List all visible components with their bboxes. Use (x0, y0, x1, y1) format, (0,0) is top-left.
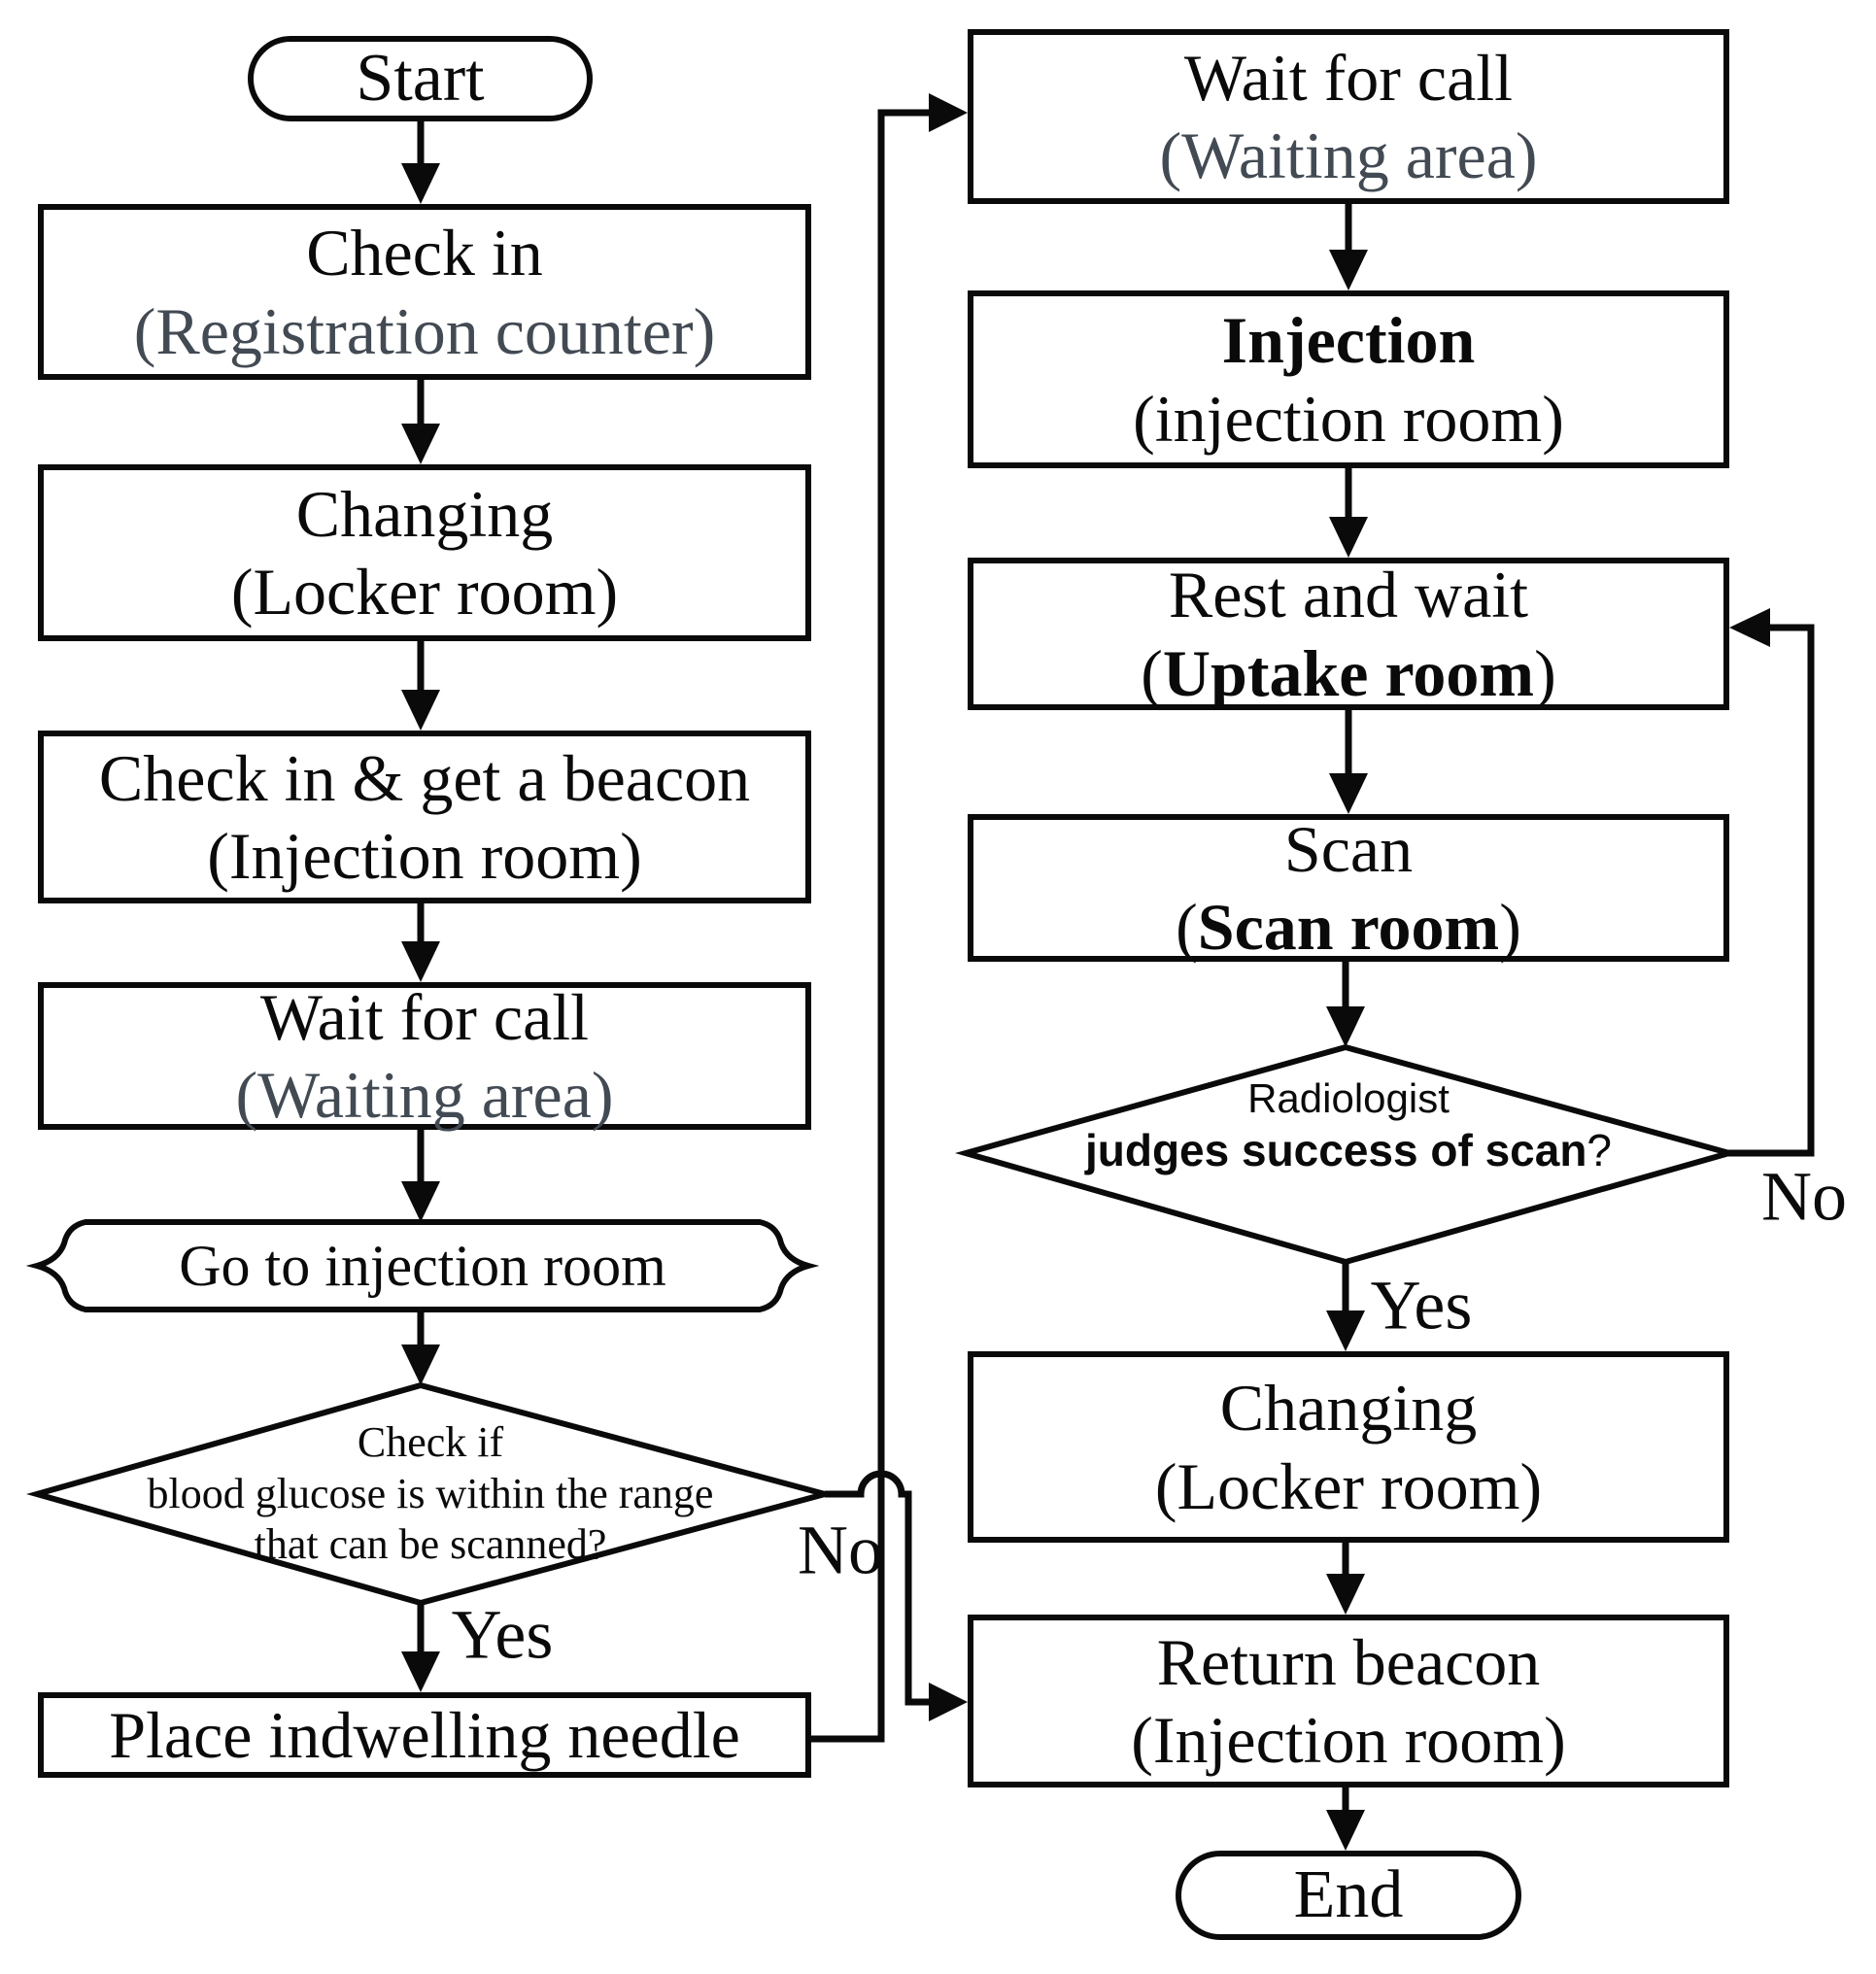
changing-1-label: Changing (295, 476, 554, 551)
arrowhead-scan (1329, 773, 1368, 814)
end-label: End (1293, 1856, 1404, 1932)
node-return-beacon: Return beacon (Injection room) (968, 1615, 1729, 1787)
arrowhead-changing1 (401, 424, 440, 464)
return-beacon-location: (Injection room) (1131, 1703, 1566, 1777)
arrowhead-injection (1329, 250, 1368, 290)
scan-location: (Scan room) (1176, 890, 1521, 964)
edge-glucose-no-returnbeacon (825, 1470, 929, 1706)
wait-2-location: (Waiting area) (1159, 119, 1538, 192)
node-end: End (1176, 1851, 1521, 1940)
wait-2-label: Wait for call (1183, 40, 1514, 115)
node-get-beacon: Check in & get a beacon (Injection room) (38, 731, 811, 903)
judge-yes-label: Yes (1370, 1266, 1473, 1344)
get-beacon-location: (Injection room) (207, 819, 642, 893)
start-label: Start (356, 40, 485, 116)
arrowhead-glucose-diamond (401, 1344, 440, 1385)
arrowhead-wait1 (401, 941, 440, 982)
arrowhead-beacon (401, 690, 440, 731)
wait-1-label: Wait for call (259, 979, 590, 1054)
node-changing-1: Changing (Locker room) (38, 464, 811, 641)
node-changing-2: Changing (Locker room) (968, 1351, 1729, 1543)
edge-needle-wait2 (808, 109, 929, 1743)
glucose-no-label: No (798, 1511, 883, 1589)
node-check-in: Check in (Registration counter) (38, 204, 811, 380)
edge-judge-no-rest-loop (1728, 624, 1815, 1157)
arrowhead-rest-right (1729, 608, 1770, 647)
get-beacon-label: Check in & get a beacon (98, 740, 751, 815)
node-start: Start (248, 36, 593, 121)
arrowhead-wait2-left (929, 93, 968, 132)
goto-banner-shape (25, 1219, 820, 1312)
changing-1-location: (Locker room) (230, 555, 619, 629)
judgement-diamond-shape (954, 1043, 1741, 1266)
arrowhead-returnbeacon-left (929, 1683, 968, 1721)
place-needle-label: Place indwelling needle (109, 1697, 740, 1772)
wait-1-location: (Waiting area) (235, 1058, 614, 1132)
glucose-diamond-shape (26, 1381, 836, 1607)
node-wait-for-call-1: Wait for call (Waiting area) (38, 980, 811, 1132)
check-in-label: Check in (306, 216, 543, 290)
arrowhead-returnbeacon-top (1326, 1574, 1365, 1615)
arrowhead-banner (401, 1181, 440, 1222)
node-place-needle: Place indwelling needle (38, 1692, 811, 1778)
rest-label: Rest and wait (1168, 558, 1529, 632)
arrowhead-changing2 (1326, 1310, 1365, 1351)
rest-location: (Uptake room) (1141, 635, 1556, 710)
changing-2-location: (Locker room) (1154, 1448, 1543, 1523)
scan-label: Scan (1283, 811, 1414, 886)
arrowhead-needle (401, 1651, 440, 1692)
node-wait-for-call-2: Wait for call (Waiting area) (968, 29, 1729, 204)
injection-label: Injection (1221, 303, 1476, 378)
arrowhead-judgement-diamond (1326, 1006, 1365, 1047)
arrowhead-end (1326, 1810, 1365, 1851)
node-rest-and-wait: Rest and wait (Uptake room) (968, 558, 1729, 710)
glucose-yes-label: Yes (451, 1595, 554, 1674)
arrowhead-checkin (401, 163, 440, 204)
changing-2-label: Changing (1219, 1371, 1478, 1446)
check-in-location: (Registration counter) (133, 293, 716, 368)
return-beacon-label: Return beacon (1156, 1624, 1541, 1699)
judge-no-label: No (1761, 1157, 1847, 1236)
arrowhead-rest (1329, 517, 1368, 558)
node-scan: Scan (Scan room) (968, 812, 1729, 964)
node-injection: Injection (injection room) (968, 290, 1729, 468)
injection-location: (injection room) (1133, 381, 1564, 456)
